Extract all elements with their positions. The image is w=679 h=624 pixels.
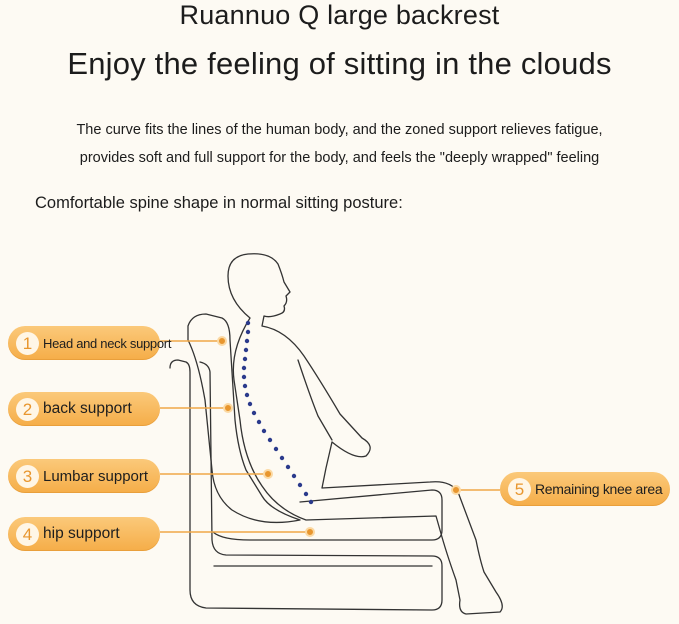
marker-lumbar (263, 469, 273, 479)
label-knee-area: 5 Remaining knee area (500, 472, 670, 506)
spine-dots (241, 320, 314, 505)
page-subtitle: Enjoy the feeling of sitting in the clou… (67, 46, 612, 81)
number-badge: 3 (16, 464, 39, 488)
marker-hip (305, 527, 315, 537)
support-label: Head and neck support (43, 335, 172, 351)
support-label: Remaining knee area (535, 481, 663, 497)
number-badge: 5 (508, 477, 531, 501)
seat-frame (169, 359, 443, 611)
posture-caption: Comfortable spine shape in normal sittin… (35, 194, 403, 212)
person-silhouette (227, 253, 503, 615)
label-hip-support: 4 hip support (8, 517, 160, 551)
description-line-2: provides soft and full support for the b… (79, 150, 600, 166)
marker-head-neck (217, 336, 227, 346)
label-lumbar-support: 3 Lumbar support (8, 459, 160, 493)
marker-knee (451, 485, 461, 495)
number-badge: 4 (16, 522, 39, 546)
seat-cushion (212, 489, 443, 541)
marker-back (223, 403, 233, 413)
label-back-support: 2 back support (8, 392, 160, 426)
description-line-1: The curve fits the lines of the human bo… (76, 122, 603, 138)
support-label: hip support (43, 525, 120, 542)
number-badge: 1 (16, 331, 39, 355)
support-label: back support (43, 400, 132, 417)
label-head-neck-support: 1 Head and neck support (8, 326, 171, 360)
support-label: Lumbar support (43, 467, 149, 485)
number-badge: 2 (16, 397, 39, 421)
page-title: Ruannuo Q large backrest (179, 0, 500, 30)
backrest-cushion (187, 313, 301, 524)
